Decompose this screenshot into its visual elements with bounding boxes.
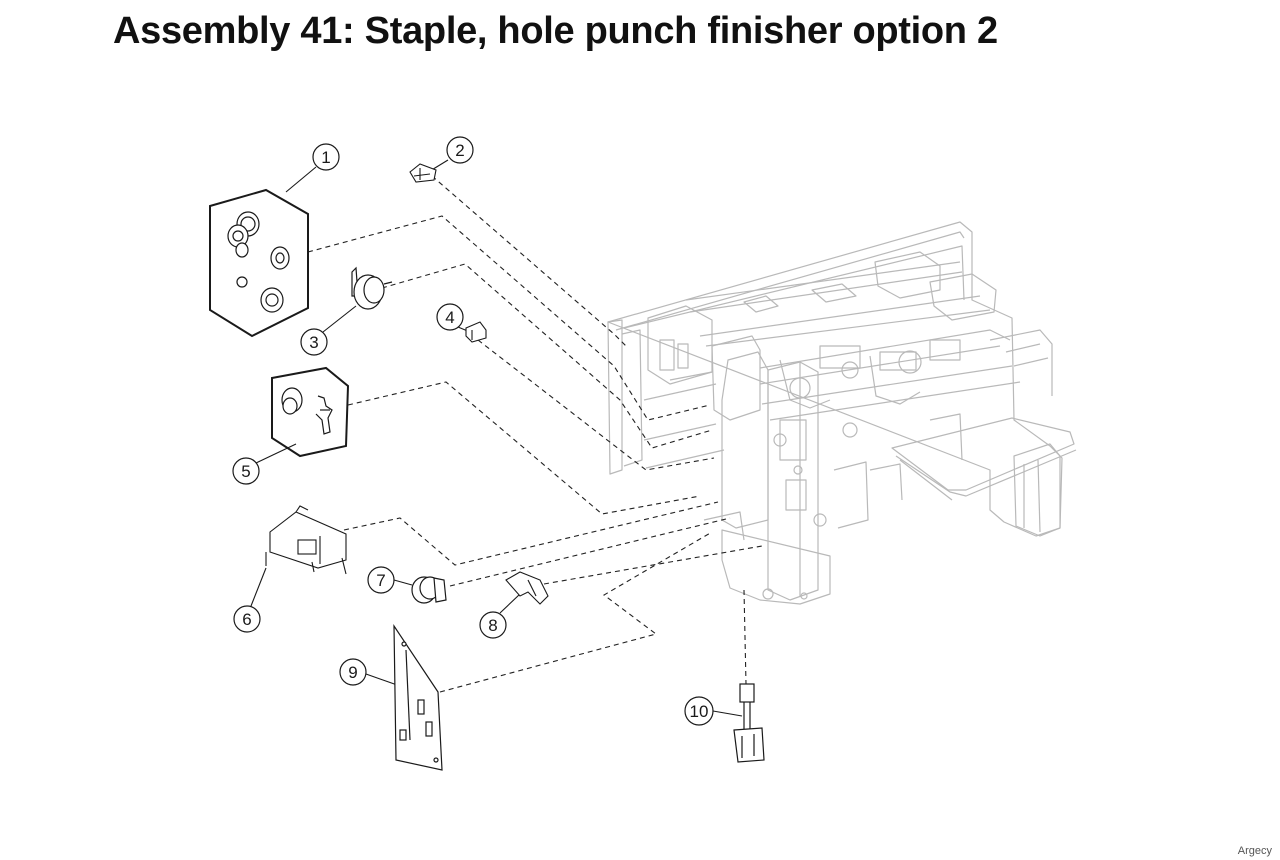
finisher-main-frame — [607, 221, 1077, 605]
watermark: Argecy — [1237, 845, 1272, 857]
part-7-motor — [411, 576, 447, 604]
callout-label-8: 8 — [488, 616, 497, 635]
page-title: Assembly 41: Staple, hole punch finisher… — [113, 10, 998, 52]
part-2-sensor — [409, 163, 437, 183]
part-4-bracket — [465, 321, 487, 343]
callout-1: 1 — [312, 143, 340, 171]
callout-label-3: 3 — [309, 333, 318, 352]
callout-label-1: 1 — [321, 148, 330, 167]
part-10-cable-connector — [733, 683, 765, 763]
callout-label-9: 9 — [348, 663, 357, 682]
callout-label-6: 6 — [242, 610, 251, 629]
callout-7: 7 — [367, 566, 395, 594]
callout-4: 4 — [436, 303, 464, 331]
callout-label-2: 2 — [455, 141, 464, 160]
callout-label-5: 5 — [241, 462, 250, 481]
callout-label-4: 4 — [445, 308, 454, 327]
callout-3: 3 — [300, 328, 328, 356]
part-1-gear-kit — [209, 188, 309, 338]
assembly-dashed-lines — [307, 175, 763, 693]
callout-label-7: 7 — [376, 571, 385, 590]
callout-2: 2 — [446, 136, 474, 164]
callout-9: 9 — [339, 658, 367, 686]
callout-5: 5 — [232, 457, 260, 485]
part-9-control-board — [393, 623, 443, 771]
callout-6: 6 — [233, 605, 261, 633]
callout-label-10: 10 — [690, 702, 709, 721]
callout-8: 8 — [479, 611, 507, 639]
part-8-actuator — [505, 571, 549, 605]
part-6-bracket-assembly — [265, 505, 347, 575]
callout-10: 10 — [684, 696, 714, 726]
part-3-motor — [351, 266, 393, 310]
part-5-gear-lever-kit — [271, 366, 350, 458]
